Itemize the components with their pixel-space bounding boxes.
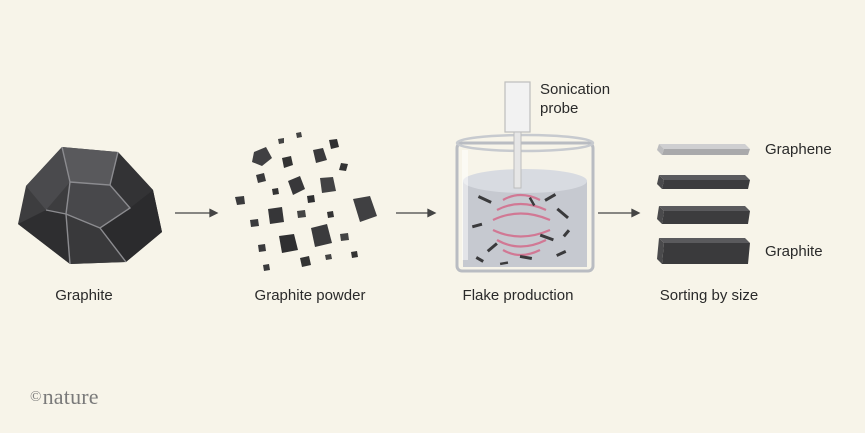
layer-stack-icon: [657, 144, 750, 264]
graphite-flakes-icon: [471, 193, 571, 266]
graphite-powder-icon: [235, 132, 377, 271]
arrow-icon: [396, 208, 437, 218]
caption-graphite-powder: Graphite powder: [254, 287, 366, 304]
probe-label: Sonication probe: [540, 80, 610, 118]
sonic-wave-icon: [492, 193, 551, 257]
multilayer-flake-icon: [657, 206, 750, 224]
arrow-icon: [175, 208, 219, 218]
graphene-layer-icon: [657, 144, 750, 155]
nature-wordmark: nature: [42, 384, 99, 409]
caption-flake-production: Flake production: [462, 287, 574, 304]
graphite-block-icon: [657, 238, 750, 264]
copyright-symbol: ©: [30, 389, 42, 405]
graphite-rock-icon: [18, 146, 162, 265]
multilayer-flake-icon: [657, 175, 750, 189]
probe-label-line2: probe: [540, 100, 579, 117]
graphene-label: Graphene: [765, 141, 832, 158]
sonication-beaker-icon: [455, 81, 595, 273]
graphite-layer-label: Graphite: [765, 243, 823, 260]
caption-sorting-by-size: Sorting by size: [659, 287, 759, 304]
probe-label-line1: Sonication: [540, 81, 611, 98]
sonication-probe-icon: [504, 81, 531, 189]
nature-logo: ©nature: [30, 384, 99, 410]
arrow-icon: [598, 208, 641, 218]
caption-graphite: Graphite: [55, 287, 113, 304]
